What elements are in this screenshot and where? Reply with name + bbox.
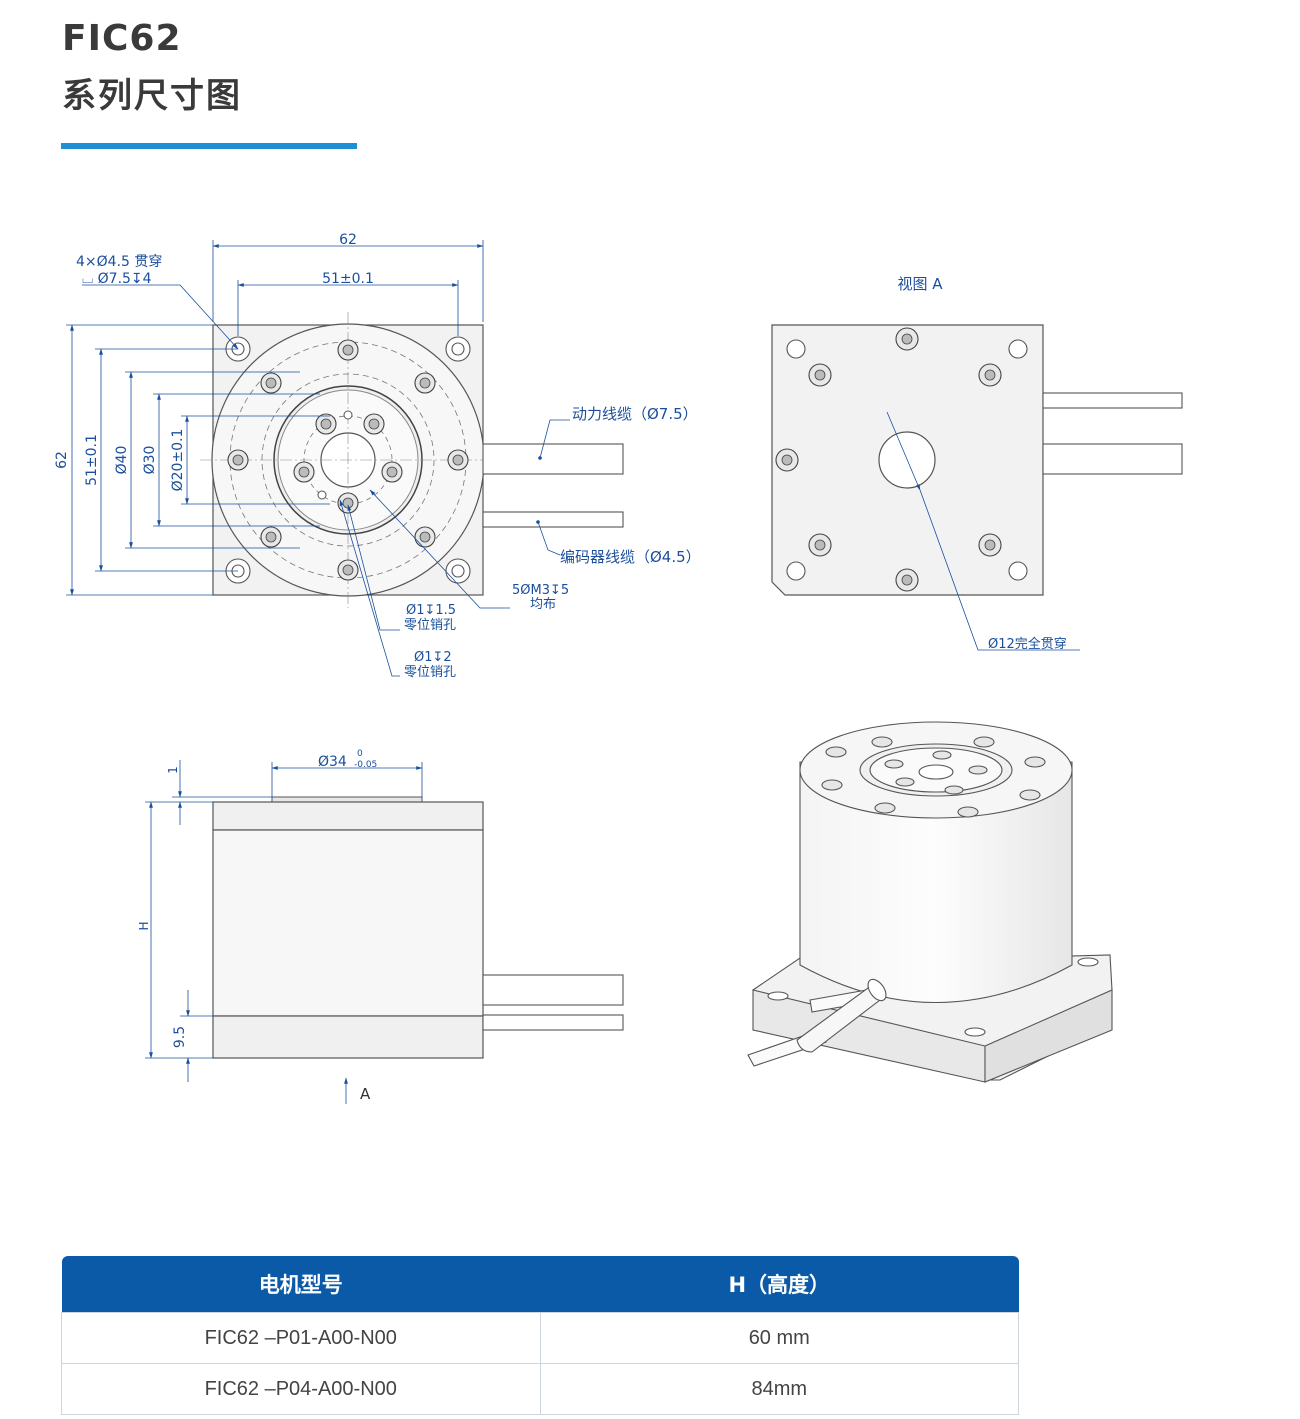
dim-dia-20: Ø20±0.1 [170, 429, 186, 492]
dim-width-holes: 51±0.1 [322, 271, 374, 287]
power-cable-label: 动力线缆（Ø7.5） [572, 405, 698, 423]
dim-width-overall: 62 [339, 232, 357, 248]
view-arrow-label: A [360, 1085, 371, 1103]
view-a: 视图 A Ø12完全贯穿 [771, 275, 1183, 652]
through-hole-label: Ø12完全贯穿 [988, 636, 1067, 652]
dimension-drawing: 62 51±0.1 4×Ø4.5 贯穿 ⌴ Ø7.5↧4 62 51±0.1 Ø… [54, 232, 1183, 1104]
base-height-label: 9.5 [172, 1026, 188, 1048]
table-header-model: 电机型号 [61, 1256, 540, 1313]
pin2-note-1: Ø1↧2 [414, 650, 452, 665]
top-view: 62 51±0.1 4×Ø4.5 贯穿 ⌴ Ø7.5↧4 62 51±0.1 Ø… [54, 232, 701, 680]
side-view: Ø34 0 -0.05 1 H 9.5 A [137, 749, 624, 1104]
dim-height-holes: 51±0.1 [84, 434, 100, 486]
flange-dia-label: Ø34 [318, 754, 347, 770]
dim-dia-30: Ø30 [142, 446, 158, 475]
flange-tol-upper: 0 [357, 749, 363, 759]
dim-dia-40: Ø40 [114, 446, 130, 475]
thread-note-2: 均布 [530, 597, 556, 612]
table-row: FIC62 –P04-A00-N00 84mm [61, 1363, 1019, 1415]
pin1-note-2: 零位销孔 [404, 618, 456, 633]
mount-hole-note-2: ⌴ Ø7.5↧4 [82, 271, 152, 287]
top-height-label: 1 [166, 766, 180, 774]
dim-height-overall: 62 [54, 451, 70, 469]
table-cell-model: FIC62 –P01-A00-N00 [61, 1312, 541, 1364]
pin1-note-1: Ø1↧1.5 [406, 603, 456, 618]
model-height-table: 电机型号 H（高度） FIC62 –P01-A00-N00 60 mm FIC6… [61, 1256, 1019, 1415]
title-accent-bar [61, 143, 357, 149]
thread-note-1: 5ØM3↧5 [512, 583, 569, 598]
flange-tol-lower: -0.05 [354, 760, 377, 770]
table-cell-height: 60 mm [539, 1312, 1019, 1364]
page-title: FIC62 [62, 18, 182, 59]
table-cell-model: FIC62 –P04-A00-N00 [61, 1363, 541, 1415]
view-a-title: 视图 A [897, 275, 943, 293]
page-subtitle: 系列尺寸图 [62, 76, 242, 116]
isometric-view [747, 721, 1113, 1083]
body-height-label: H [137, 921, 151, 930]
mount-hole-note-1: 4×Ø4.5 贯穿 [76, 254, 162, 270]
encoder-cable-label: 编码器线缆（Ø4.5） [560, 548, 701, 566]
table-cell-height: 84mm [539, 1363, 1019, 1415]
table-row: FIC62 –P01-A00-N00 60 mm [61, 1312, 1019, 1364]
table-header-height: H（高度） [540, 1256, 1019, 1313]
pin2-note-2: 零位销孔 [404, 665, 456, 680]
